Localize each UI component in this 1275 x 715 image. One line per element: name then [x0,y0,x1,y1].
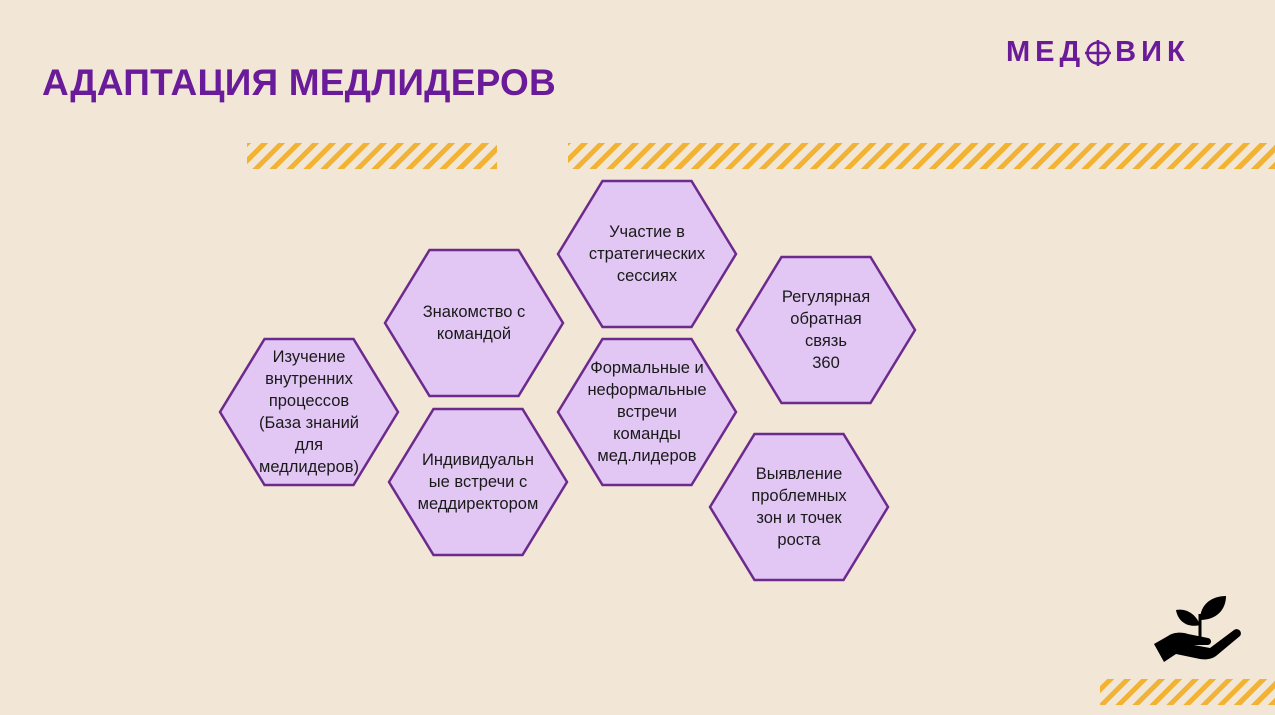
hex-label-line: 360 [812,354,840,372]
hex-label-line: обратная [790,310,862,328]
logo-text-right: ВИК [1115,36,1190,68]
hex-label-line: встречи [616,403,677,421]
hex-label-line: (База знаний [258,414,360,432]
hex-team-meetings-shape [556,337,738,487]
hex-label-line: роста [777,531,821,549]
hex-label-line: внутренних [265,370,353,388]
hex-label-line: Участие в [609,223,685,241]
hex-label-line: мед.лидеров [597,447,697,465]
hex-label-line: медлидеров) [258,458,360,476]
hex-label-line: команды [613,425,681,443]
brand-logo: МЕД ВИК [1006,36,1190,69]
hex-meet-team-label: Знакомство с командой [404,256,544,390]
hex-label-line: Регулярная [781,288,871,306]
hex-problem-zones-label: Выявление проблемных зон и точек роста [729,440,869,574]
hex-label-line: Знакомство с [422,303,526,321]
hex-label-line: Индивидуальн [421,451,534,469]
hex-label-line: Формальные и [590,359,704,377]
plant-in-hand-icon [1154,596,1241,662]
hex-label-line: командой [436,325,512,343]
decorative-stripe-right [568,143,1275,169]
hex-label-line: сессиях [616,267,678,285]
hex-feedback-360-label: Регулярная обратная связь 360 [756,263,896,397]
hex-label-line: процессов [268,392,350,410]
hex-label-line: проблемных [751,487,847,505]
hex-study-processes-shape [218,337,400,487]
decorative-stripe-left [247,143,497,169]
hex-label-line: связь [805,332,847,350]
hex-label-line: неформальные [587,381,707,399]
decorative-stripe-bottom [1100,679,1275,705]
hex-feedback-360-shape [735,255,917,405]
hex-study-processes-label: Изучение внутренних процессов (База знаний д… [239,345,379,479]
hex-individual-meetings-label: Индивидуальн ые встречи с меддиректором [408,415,548,549]
hex-meet-team-shape [383,248,565,398]
hex-strategic-sessions-label: Участие в стратегических сессиях [577,187,717,321]
logo-text-left: МЕД [1006,36,1086,68]
hex-label-line: стратегических [588,245,706,263]
hex-team-meetings-label: Формальные и неформальные встречи команды ме… [577,345,717,479]
hex-problem-zones-shape [708,432,890,582]
cross-circle-logo-icon [1085,39,1112,66]
hex-label-line: ые встречи с [428,473,528,491]
hex-label-line: Выявление [755,465,843,483]
page-title: АДАПТАЦИЯ МЕДЛИДЕРОВ [42,62,556,103]
hex-strategic-sessions-shape [556,179,738,329]
hex-individual-meetings-shape [387,407,569,557]
hex-label-line: меддиректором [417,495,539,513]
hex-label-line: Изучение [272,348,346,366]
hex-label-line: зон и точек [756,509,842,527]
hex-label-line: для [294,436,324,454]
